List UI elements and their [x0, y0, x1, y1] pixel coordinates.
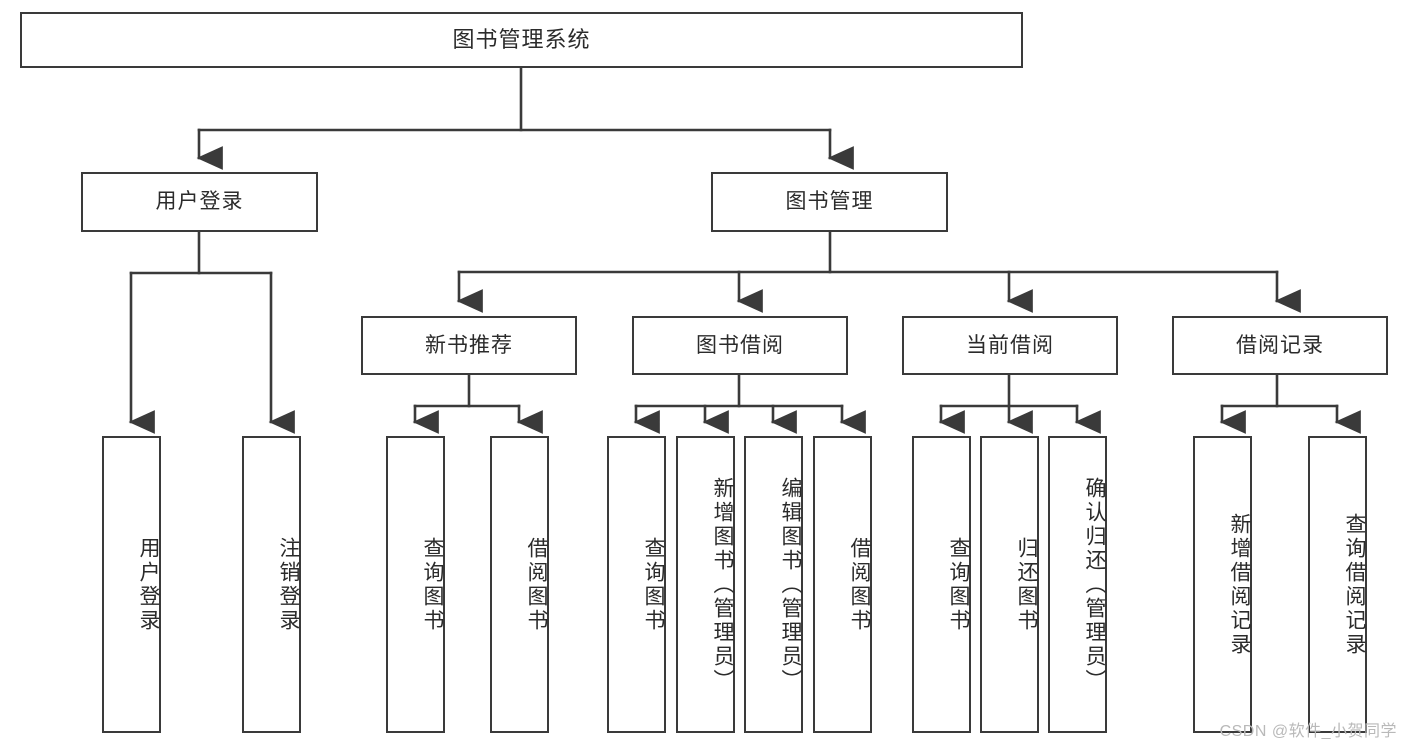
- leaf-newbook-borrow-book[interactable]: 借阅图书: [490, 436, 549, 733]
- leaf-currentborrow-confirm-return-admin[interactable]: 确认归还（管理员）: [1048, 436, 1107, 733]
- node-label: 新书推荐: [425, 333, 513, 357]
- node-label: 借阅图书: [848, 536, 871, 633]
- leaf-bookborrow-query-book[interactable]: 查询图书: [607, 436, 666, 733]
- leaf-bookborrow-edit-book-admin[interactable]: 编辑图书（管理员）: [744, 436, 803, 733]
- node-label: 确认归还（管理员）: [1083, 476, 1106, 693]
- node-label: 图书管理系统: [452, 26, 591, 52]
- node-label: 新增图书（管理员）: [711, 476, 734, 693]
- node-label: 查询借阅记录: [1343, 512, 1366, 657]
- leaf-currentborrow-query-book[interactable]: 查询图书: [912, 436, 971, 733]
- leaf-bookborrow-add-book-admin[interactable]: 新增图书（管理员）: [676, 436, 735, 733]
- node-label: 注销登录: [277, 536, 300, 633]
- node-label: 查询图书: [642, 536, 665, 633]
- leaf-currentborrow-return-book[interactable]: 归还图书: [980, 436, 1039, 733]
- node-label: 新增借阅记录: [1228, 512, 1251, 657]
- node-new-book-recommend[interactable]: 新书推荐: [361, 316, 577, 375]
- node-label: 用户登录: [155, 190, 244, 214]
- node-label: 借阅记录: [1236, 333, 1324, 357]
- node-label: 归还图书: [1015, 536, 1038, 633]
- leaf-borrowrecord-query-record[interactable]: 查询借阅记录: [1308, 436, 1367, 733]
- leaf-newbook-query-book[interactable]: 查询图书: [386, 436, 445, 733]
- node-label: 用户登录: [137, 536, 160, 633]
- node-user-login[interactable]: 用户登录: [81, 172, 318, 232]
- node-book-borrow[interactable]: 图书借阅: [632, 316, 848, 375]
- leaf-borrowrecord-add-record[interactable]: 新增借阅记录: [1193, 436, 1252, 733]
- leaf-user-login[interactable]: 用户登录: [102, 436, 161, 733]
- node-book-management[interactable]: 图书管理: [711, 172, 948, 232]
- csdn-watermark: CSDN @软件_小贺同学: [1219, 723, 1397, 740]
- node-current-borrow[interactable]: 当前借阅: [902, 316, 1118, 375]
- leaf-logout[interactable]: 注销登录: [242, 436, 301, 733]
- node-label: 当前借阅: [966, 333, 1054, 357]
- node-label: 借阅图书: [525, 536, 548, 633]
- node-label: 编辑图书（管理员）: [779, 476, 802, 693]
- leaf-bookborrow-borrow-book[interactable]: 借阅图书: [813, 436, 872, 733]
- node-label: 查询图书: [421, 536, 444, 633]
- node-label: 图书借阅: [696, 333, 784, 357]
- node-root-library-system[interactable]: 图书管理系统: [20, 12, 1023, 68]
- node-label: 图书管理: [785, 190, 874, 214]
- node-label: 查询图书: [947, 536, 970, 633]
- node-borrow-record[interactable]: 借阅记录: [1172, 316, 1388, 375]
